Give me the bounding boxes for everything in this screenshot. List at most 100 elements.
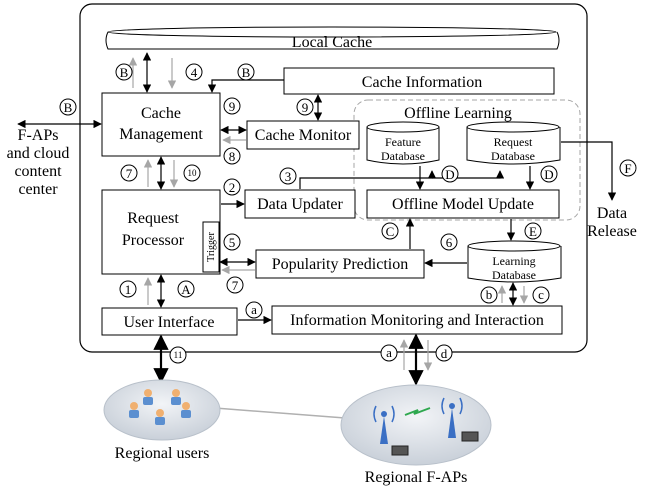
user-icon (181, 402, 191, 418)
user-icon (155, 409, 165, 425)
cache-monitor-box (246, 120, 360, 150)
user-interface-label: User Interface (123, 314, 214, 331)
feature-database-line1: Feature (385, 135, 421, 149)
request-processor-box (101, 189, 221, 275)
system-boundary (79, 3, 588, 353)
regional-faps-label: Regional F-APs (365, 469, 468, 486)
marker-9-left (223, 97, 241, 115)
tower-icon-right (441, 397, 463, 438)
request-database-line2: Database (491, 149, 535, 163)
learning-database-cylinder: Learning Database (467, 240, 562, 283)
info-monitoring-label: Information Monitoring and Interaction (290, 312, 544, 329)
request-database-line1: Request (494, 135, 533, 149)
connectors (17, 52, 617, 386)
popularity-prediction-box (255, 249, 425, 279)
user-icon (129, 402, 139, 418)
arrow-updater-feature-db (299, 170, 437, 189)
marker-7-bottom (226, 276, 244, 294)
feature-database-cylinder: Feature Database (366, 121, 440, 165)
request-database-cylinder: Request Database (466, 121, 561, 165)
marker-B-3 (59, 98, 77, 116)
marker-labels: B 4 B B 9 9 8 7 10 2 3 5 7 6 C D D E F 1… (64, 65, 632, 361)
marker-C-text: C (386, 224, 395, 239)
data-release-line1: Data (597, 205, 627, 222)
local-cache-label: Local Cache (292, 34, 372, 51)
marker-6 (440, 233, 458, 251)
marker-B-1 (115, 63, 133, 81)
arrow-data-release (561, 141, 617, 201)
marker-E-text: E (529, 224, 537, 239)
data-updater-box (244, 189, 356, 219)
marker-9-left-text: 9 (229, 99, 236, 114)
marker-E (524, 222, 542, 240)
marker-3-text: 3 (285, 169, 292, 184)
marker-6-text: 6 (446, 235, 453, 250)
marker-c (532, 286, 550, 304)
marker-F-text: F (624, 161, 631, 176)
fap-cloud-line4: center (18, 181, 58, 198)
marker-a-bottom (380, 344, 398, 362)
marker-C (381, 222, 399, 240)
offline-learning-region (353, 99, 581, 221)
user-icons (129, 389, 191, 425)
marker-1 (119, 280, 137, 298)
learning-database-line2: Database (492, 268, 536, 282)
users-faps-link (214, 407, 346, 419)
user-interface-box (101, 307, 238, 336)
marker-11 (169, 346, 187, 364)
arrow-cache-mgmt-cache-info (207, 79, 284, 93)
trigger-label: Trigger (206, 232, 217, 262)
data-updater-label: Data Updater (257, 196, 343, 213)
router-icon-right (461, 431, 479, 442)
marker-B-2 (237, 63, 255, 81)
marker-D-right-text: D (544, 167, 553, 182)
marker-9-right (296, 98, 314, 116)
fap-cloud-line1: F-APs (18, 127, 59, 144)
marker-5-text: 5 (229, 235, 236, 250)
marker-d (435, 344, 453, 362)
cache-information-box (283, 67, 555, 95)
marker-B-1-text: B (120, 65, 129, 80)
marker-9-right-text: 9 (302, 100, 309, 115)
cache-monitor-label: Cache Monitor (255, 127, 352, 144)
marker-A (177, 280, 195, 298)
marker-7-bottom-text: 7 (232, 278, 239, 293)
marker-8-text: 8 (229, 149, 236, 164)
regional-faps-cloud (340, 384, 492, 466)
marker-a-bottom-text: a (386, 345, 392, 360)
cache-management-line2: Management (119, 126, 203, 143)
cache-information-label: Cache Information (362, 74, 482, 91)
marker-D-left (441, 165, 459, 183)
marker-2-text: 2 (229, 180, 236, 195)
marker-a-top (245, 301, 263, 319)
wireless-link-icon (404, 407, 431, 416)
circled-markers (59, 63, 637, 364)
offline-model-update-label: Offline Model Update (392, 196, 534, 213)
gray-connectors (128, 57, 529, 371)
request-processor-line1: Request (127, 210, 179, 227)
marker-c-text: c (538, 287, 544, 302)
info-monitoring-box (271, 305, 563, 335)
feature-database-line2: Database (381, 149, 425, 163)
local-cache-block: Local Cache (105, 26, 560, 51)
marker-B-2-text: B (242, 65, 251, 80)
marker-11-text: 11 (174, 350, 183, 360)
marker-A-text: A (181, 282, 191, 297)
marker-F (619, 159, 637, 177)
trigger-box (202, 221, 220, 273)
marker-10 (183, 164, 201, 182)
marker-2 (223, 178, 241, 196)
regional-users-label: Regional users (115, 445, 210, 462)
marker-7-top-text: 7 (126, 166, 133, 181)
router-icon-left (391, 445, 409, 456)
popularity-prediction-label: Popularity Prediction (272, 256, 408, 273)
marker-8 (223, 147, 241, 165)
marker-4 (185, 63, 203, 81)
offline-learning-label: Offline Learning (404, 105, 512, 122)
marker-d-text: d (441, 346, 448, 361)
marker-b-text: b (486, 287, 493, 302)
request-processor-line2: Processor (122, 232, 185, 249)
marker-D-right (540, 165, 558, 183)
